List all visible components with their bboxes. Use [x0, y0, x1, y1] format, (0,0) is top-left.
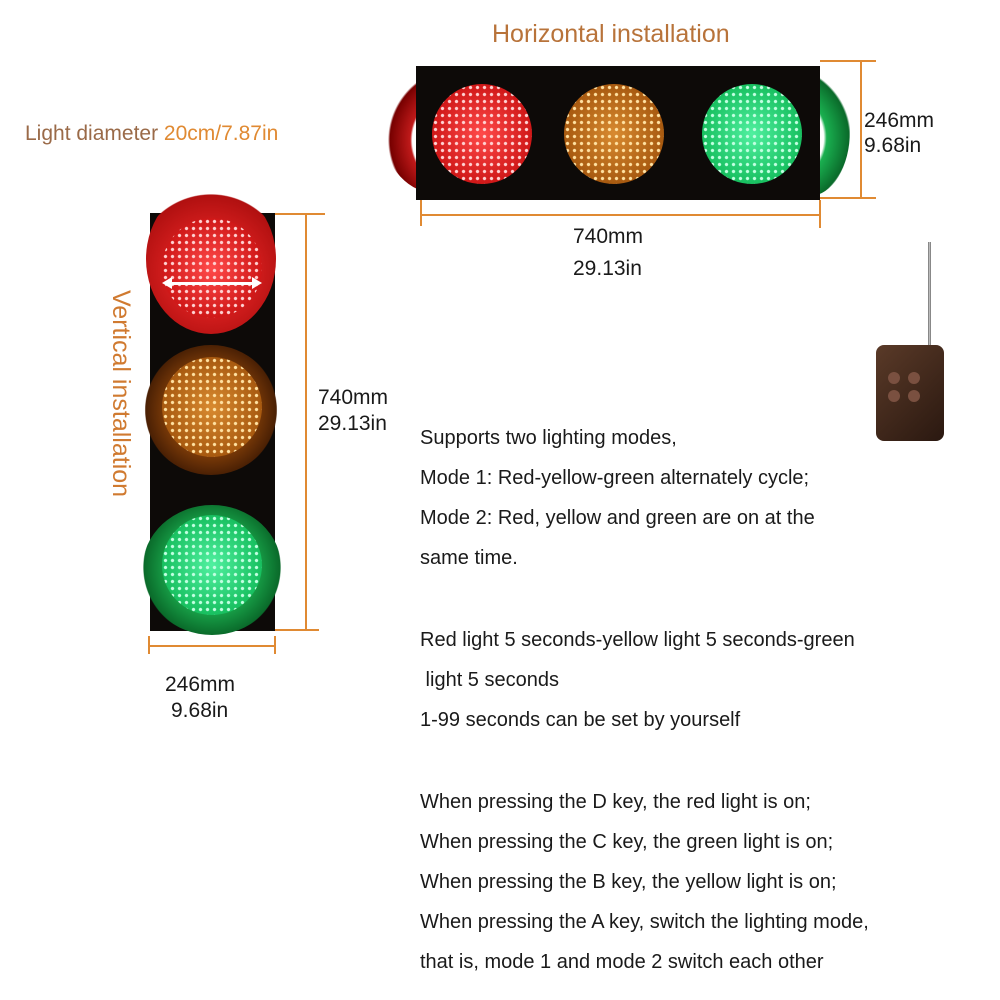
vertical-width-in: 9.68in — [171, 699, 229, 722]
text-line: Mode 2: Red, yellow and green are on at … — [420, 507, 815, 529]
horizontal-height-mm: 246mm — [864, 109, 935, 132]
text-line: light 5 seconds — [420, 669, 559, 691]
text-line: When pressing the D key, the red light i… — [420, 791, 811, 813]
light-diameter-label: Light diameter 20cm/7.87in — [25, 122, 278, 146]
text-line: Supports two lighting modes, — [420, 427, 677, 449]
text-line: that is, mode 1 and mode 2 switch each o… — [420, 951, 824, 973]
red-lamp — [162, 218, 262, 318]
text-line: Red light 5 seconds-yellow light 5 secon… — [420, 629, 855, 651]
text-line: 1-99 seconds can be set by yourself — [420, 709, 741, 731]
text-line: When pressing the B key, the yellow ligh… — [420, 871, 837, 893]
text-line: When pressing the A key, switch the ligh… — [420, 911, 869, 933]
green-lamp — [162, 515, 262, 615]
diameter-value: 20cm/7.87in — [163, 122, 279, 145]
text-line: Mode 1: Red-yellow-green alternately cyc… — [420, 467, 810, 489]
text-line: same time. — [420, 547, 518, 569]
text-line: When pressing the C key, the green light… — [420, 831, 834, 853]
vertical-height-in: 29.13in — [318, 412, 387, 435]
yellow-lamp — [564, 84, 664, 184]
horizontal-width-in: 29.13in — [573, 257, 642, 280]
vertical-height-mm: 740mm — [318, 386, 389, 409]
diameter-label: Light diameter — [25, 122, 164, 145]
diameter-arrow-icon — [166, 282, 258, 285]
yellow-lamp — [162, 357, 262, 457]
red-lamp — [432, 84, 532, 184]
vertical-title: Vertical installation — [107, 290, 135, 498]
vertical-width-mm: 246mm — [165, 673, 236, 696]
green-lamp — [702, 84, 802, 184]
horizontal-title: Horizontal installation — [492, 20, 730, 48]
horizontal-height-in: 9.68in — [864, 134, 922, 157]
horizontal-width-mm: 740mm — [573, 225, 644, 248]
